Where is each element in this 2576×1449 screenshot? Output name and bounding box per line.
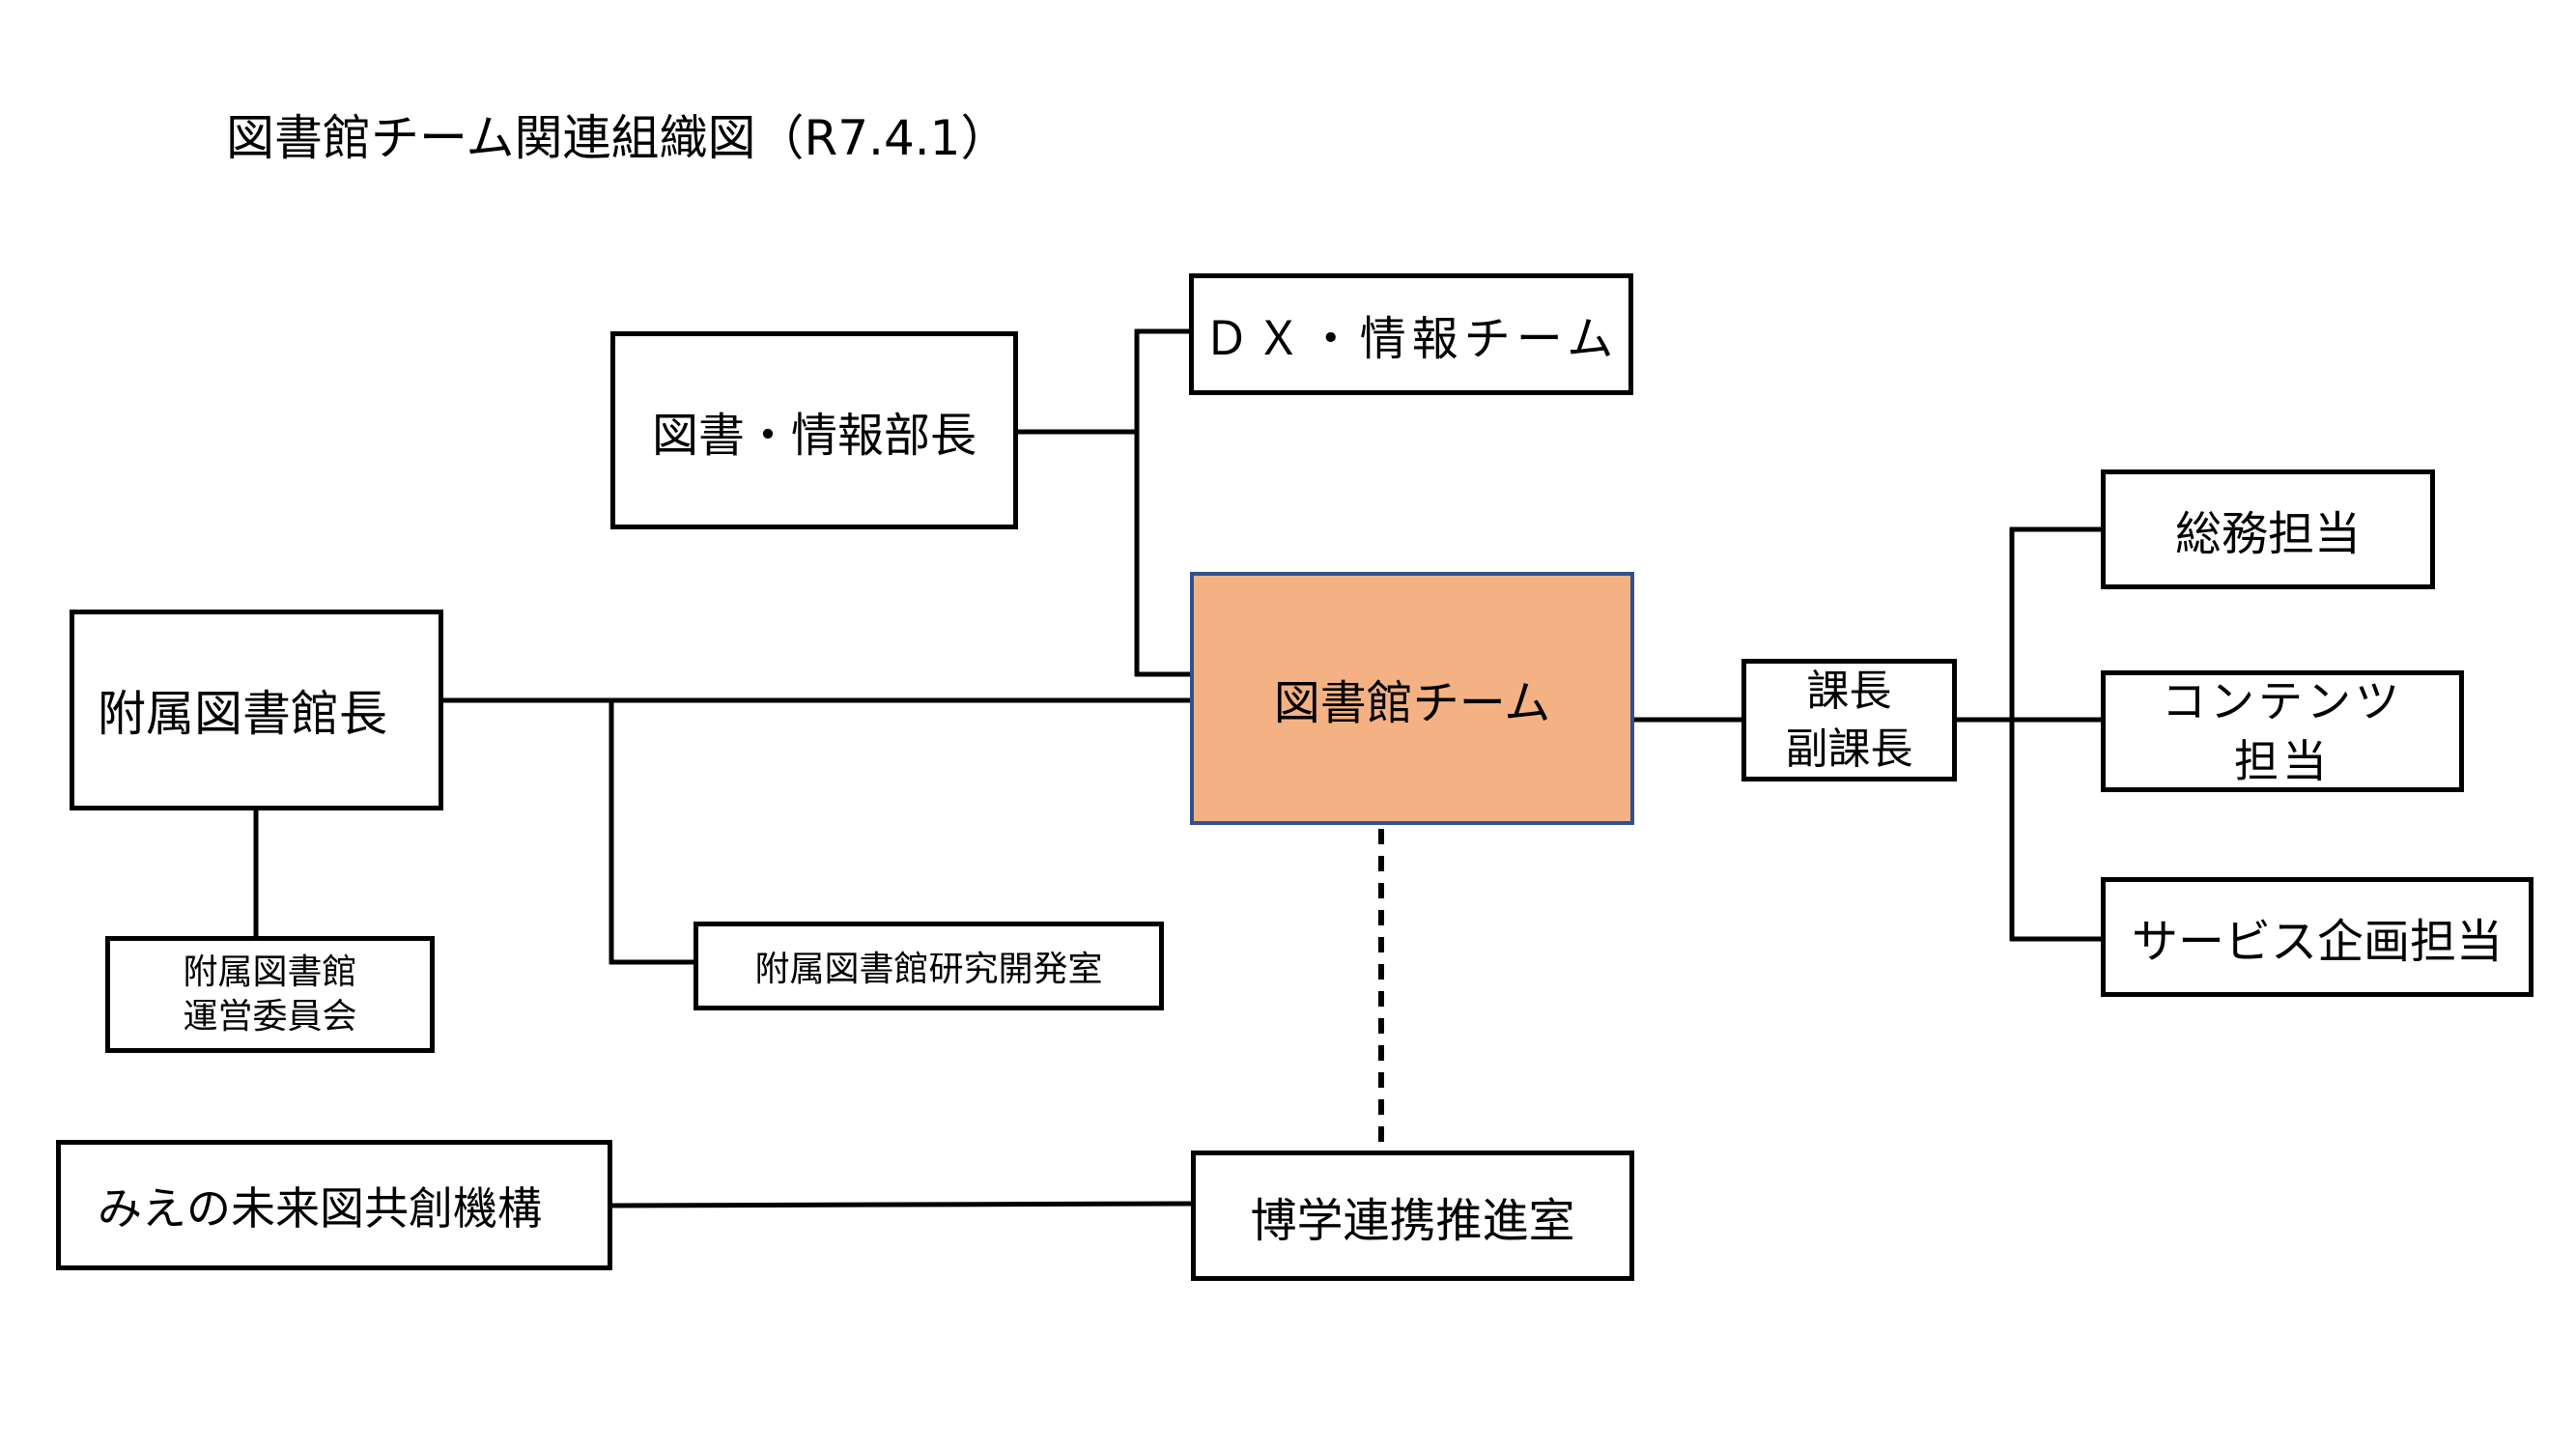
node-label: 附属図書館長 <box>98 686 387 742</box>
node-service-planning: サービス企画担当 <box>2101 877 2534 997</box>
edge-mie-to-museum <box>611 1201 1192 1208</box>
node-library-director: 附属図書館長 <box>70 610 443 810</box>
node-library-team: 図書館チーム <box>1190 572 1634 825</box>
node-museum-office: 博学連携推進室 <box>1191 1151 1634 1281</box>
diagram-title: 図書館チーム関連組織図（R7.4.1） <box>226 110 1009 166</box>
node-label-line1: コンテンツ <box>2162 675 2403 727</box>
node-contents: コンテンツ 担当 <box>2101 670 2464 792</box>
node-label: 図書・情報部長 <box>651 408 977 463</box>
node-label-line2: 運営委員会 <box>183 996 357 1037</box>
node-label: 博学連携推進室 <box>1250 1193 1575 1248</box>
node-steering-committee: 附属図書館 運営委員会 <box>105 936 435 1053</box>
node-dx-team: ＤＸ・情報チーム <box>1189 273 1633 395</box>
node-dept-head: 図書・情報部長 <box>610 331 1018 529</box>
node-label: 附属図書館研究開発室 <box>754 950 1103 989</box>
node-label-line2: 副課長 <box>1785 724 1913 774</box>
node-label-line2: 担当 <box>2234 735 2331 787</box>
node-label-line1: 課長 <box>1806 666 1892 716</box>
node-chief: 課長 副課長 <box>1741 659 1957 781</box>
node-label: 総務担当 <box>2174 507 2361 561</box>
node-general-affairs: 総務担当 <box>2101 469 2435 589</box>
node-label: みえの未来図共創機構 <box>98 1181 542 1235</box>
node-label: ＤＸ・情報チーム <box>1203 312 1620 366</box>
node-rnd-office: 附属図書館研究開発室 <box>694 922 1164 1010</box>
node-label-line1: 附属図書館 <box>183 952 357 992</box>
node-mie-future: みえの未来図共創機構 <box>56 1140 612 1270</box>
node-label: 図書館チーム <box>1273 676 1551 730</box>
node-label: サービス企画担当 <box>2131 915 2503 969</box>
